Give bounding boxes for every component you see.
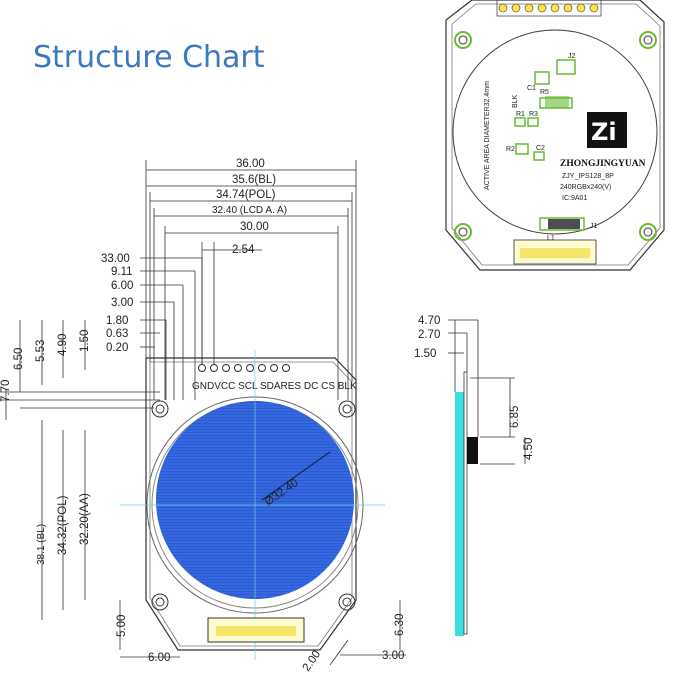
pcb-components xyxy=(514,59,585,231)
brand-logo-glyph: Zi xyxy=(591,118,617,146)
pcb-back-ring xyxy=(452,29,658,235)
dim-pitch-254: 2.54 xyxy=(232,244,255,256)
pcb-label-j2: J2 xyxy=(568,53,576,60)
left-height-dim-lines xyxy=(5,390,86,620)
offset-3: 3.00 xyxy=(111,297,133,309)
side-connector xyxy=(467,437,478,464)
side-view: 4.70 2.70 1.50 6.85 4.50 xyxy=(414,315,535,636)
pcb-back-view: ACTIVE AREA DIAMETER32.4mm BLK J2 R1 R2 … xyxy=(445,0,665,271)
pcb-back-pins xyxy=(498,3,599,13)
pcb-label-r5: R5 xyxy=(540,89,549,96)
dim-v-553: 5.53 xyxy=(35,340,47,362)
offset-02: 0.20 xyxy=(106,342,128,354)
pcb-label-c1: C1 xyxy=(527,85,536,92)
side-dim-685: 6.85 xyxy=(509,406,521,428)
offset-18: 1.80 xyxy=(106,315,128,327)
dim-v-650: 6.50 xyxy=(13,348,25,370)
pcb-label-r3: R3 xyxy=(529,111,538,118)
bottom-dim-lines xyxy=(119,600,406,666)
side-dim-470: 4.70 xyxy=(418,315,440,327)
dim-h-pol: 34.32(POL) xyxy=(57,495,69,555)
offset-063: 0.63 xyxy=(106,328,128,340)
dim-h-bl: 38.1 (BL) xyxy=(36,524,47,565)
pcb-label-r2: R2 xyxy=(506,146,515,153)
pcb-back-outline xyxy=(445,0,665,271)
offset-33: 33.00 xyxy=(101,253,130,265)
pcb-label-j1: J1 xyxy=(590,223,598,230)
pcb-active-area-text: ACTIVE AREA DIAMETER32.4mm xyxy=(484,81,491,190)
side-glass xyxy=(455,392,464,636)
side-pcb xyxy=(463,371,468,635)
dim-width-bl: 35.6(BL) xyxy=(232,174,276,186)
pcb-label-r1: R1 xyxy=(516,111,525,118)
offset-6: 6.00 xyxy=(111,280,133,292)
pcb-resolution: 240RGBx240(V) xyxy=(560,184,611,191)
dim-v-150: 1.50 xyxy=(79,330,91,352)
offset-911: 9.11 xyxy=(111,266,133,278)
pcb-brand: ZHONGJINGYUAN xyxy=(560,159,646,169)
module-outline xyxy=(145,357,357,651)
dim-width-36: 36.00 xyxy=(236,158,265,170)
pin-header xyxy=(198,364,290,372)
dim-b-200: 2.00 xyxy=(301,648,324,673)
side-dim-450: 4.50 xyxy=(523,438,535,460)
dim-b-300: 3.00 xyxy=(382,650,404,662)
pcb-label-c2: C2 xyxy=(536,145,545,152)
pcb-label-l1: L1 xyxy=(547,235,555,242)
mounting-holes xyxy=(151,400,356,611)
pin-labels: GNDVCC SCL SDARES DC CS BLK xyxy=(192,381,357,392)
dim-h-770: 7.70 xyxy=(0,380,12,402)
vertical-small-dim-lines xyxy=(0,320,160,409)
dim-width-lcd-aa: 32.40 (LCD A. A) xyxy=(212,205,287,216)
dim-v-490: 4.90 xyxy=(57,334,69,356)
pcb-pin-letters: BLK xyxy=(512,94,519,108)
side-dim-150: 1.50 xyxy=(414,348,436,360)
module-outline-inner xyxy=(149,361,353,647)
dim-b-500: 5.00 xyxy=(116,615,128,637)
left-offset-lines xyxy=(140,257,203,400)
brand-logo xyxy=(587,112,627,148)
dim-b-630: 6.30 xyxy=(394,614,406,636)
dim-b-600: 6.00 xyxy=(148,652,170,664)
side-dim-270: 2.70 xyxy=(418,329,440,341)
pcb-model: ZJY_IPS128_8P xyxy=(562,173,614,180)
dim-width-30: 30.00 xyxy=(240,221,269,233)
dim-width-pol: 34.74(POL) xyxy=(216,189,276,201)
pcb-ic: IC:9A01 xyxy=(562,195,587,202)
pcb-back-holes xyxy=(454,31,657,241)
front-view: GNDVCC SCL SDARES DC CS BLK Ø32.40 xyxy=(0,158,406,674)
page-title: Structure Chart xyxy=(33,40,265,75)
dim-h-aa: 32.20(AA) xyxy=(79,493,91,545)
